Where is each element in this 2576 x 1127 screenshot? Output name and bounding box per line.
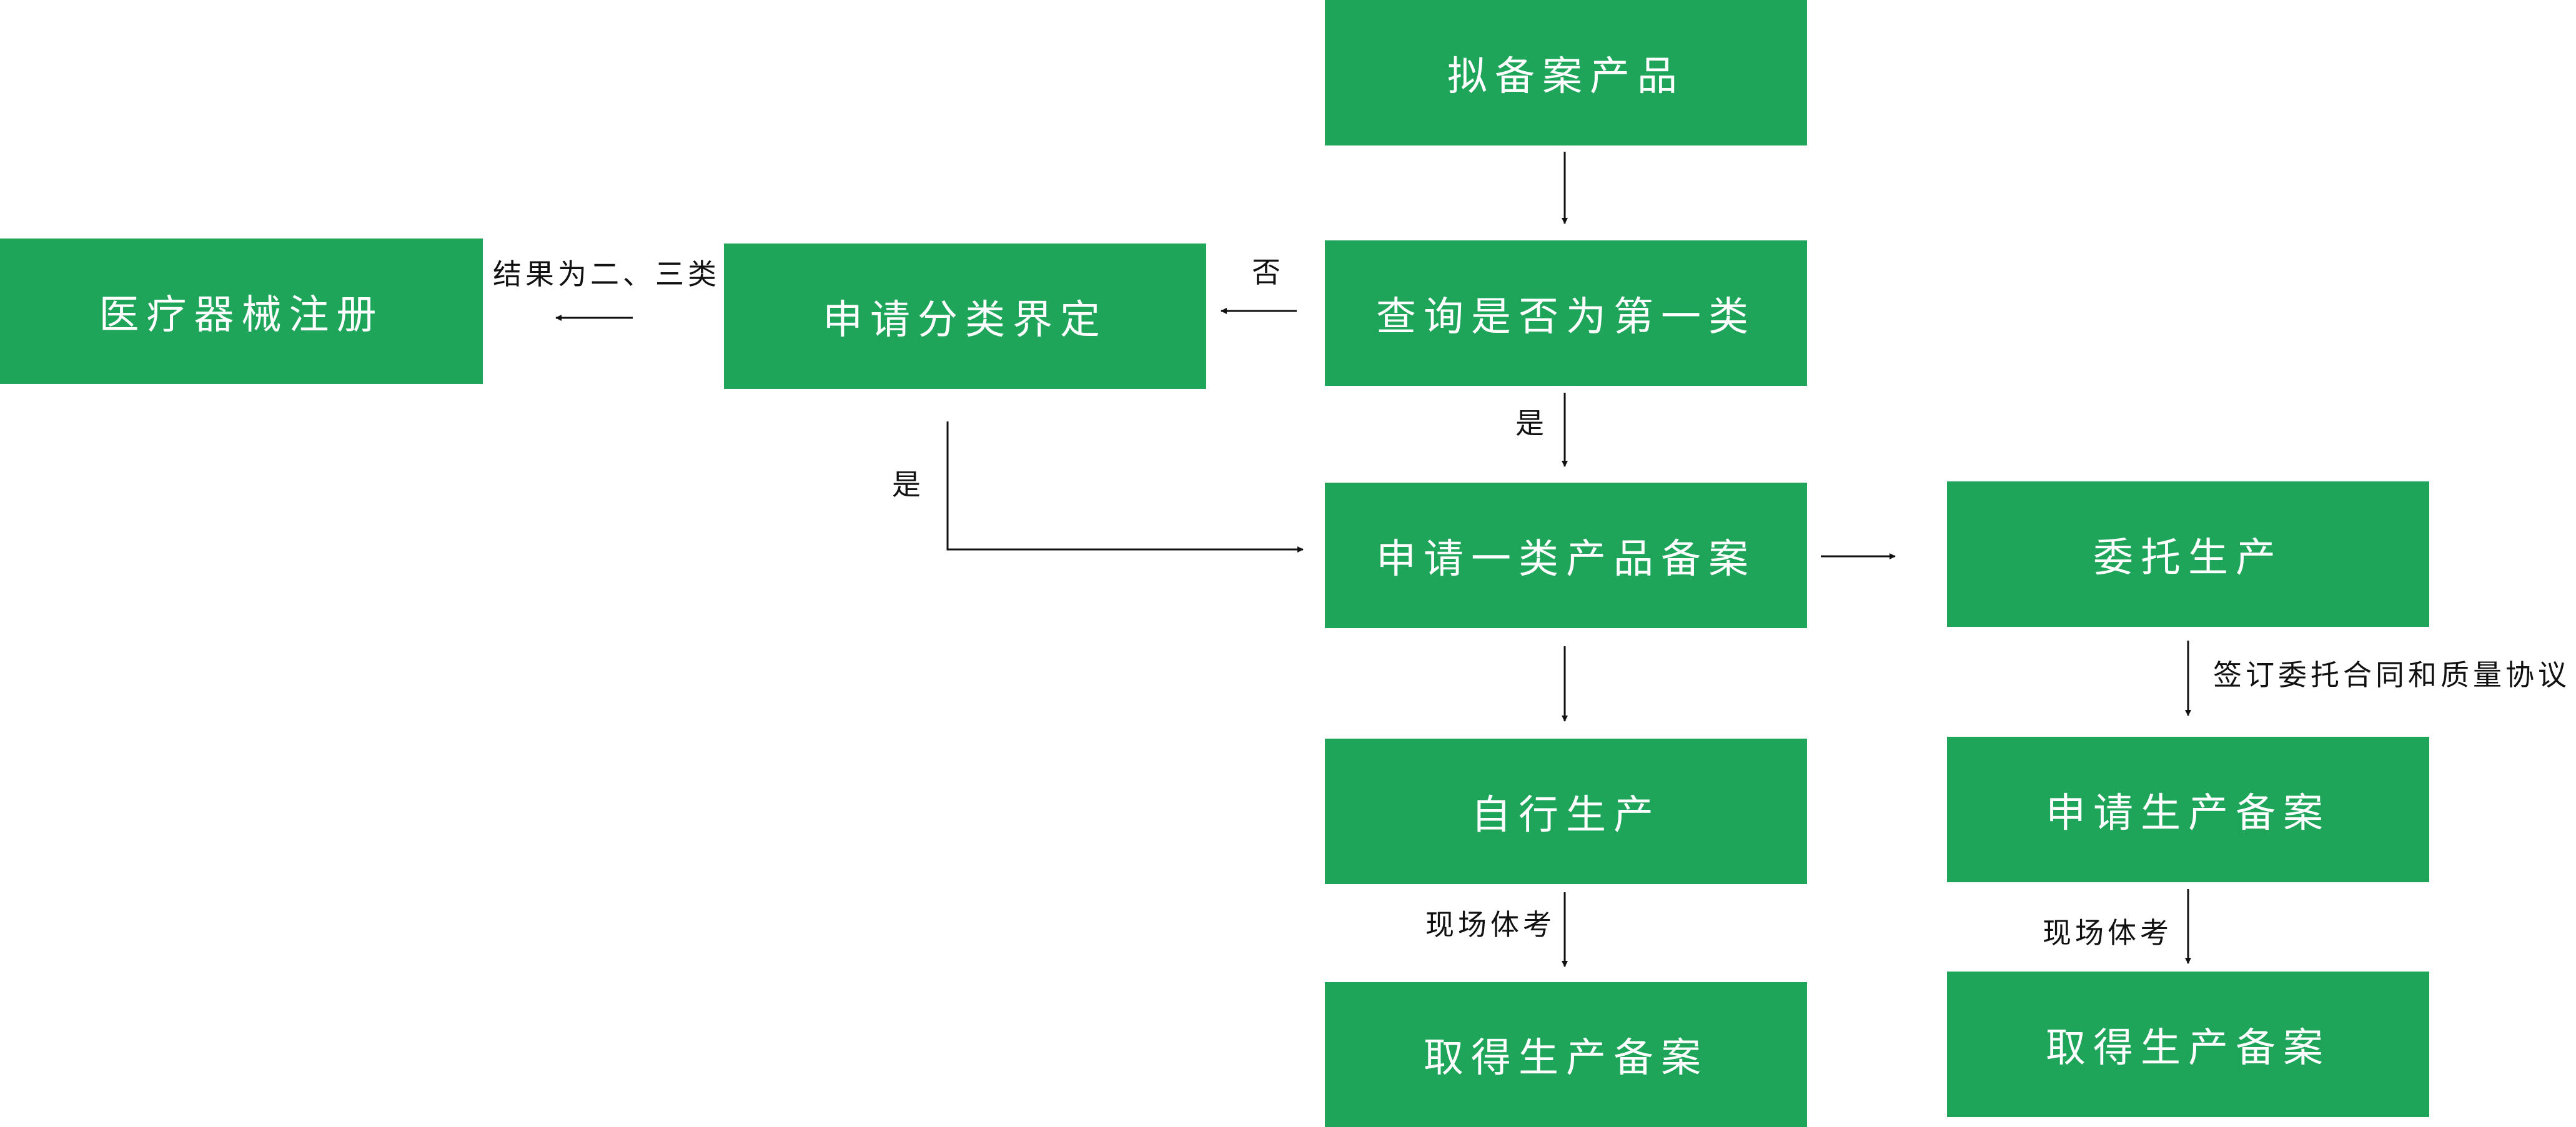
node-obtain-filing-right: 取得生产备案 [1947, 972, 2429, 1117]
node-apply-classification: 申请分类界定 [724, 244, 1206, 389]
node-entrusted-production: 委托生产 [1947, 481, 2429, 627]
edge-label-result-two-three: 结果为二、三类 [493, 257, 720, 291]
node-query-class-one: 查询是否为第一类 [1325, 240, 1807, 386]
edge-label-yes-classification: 是 [892, 468, 924, 501]
arrow-classification-to-filing [946, 421, 1304, 553]
edge-label-yes-down: 是 [1515, 406, 1548, 440]
node-device-registration: 医疗器械注册 [0, 239, 483, 384]
node-obtain-filing-left: 取得生产备案 [1325, 982, 1807, 1127]
node-apply-class-one-filing: 申请一类产品备案 [1325, 483, 1807, 628]
edge-label-no: 否 [1252, 255, 1284, 289]
node-self-production: 自行生产 [1325, 739, 1807, 884]
node-apply-production-filing: 申请生产备案 [1947, 737, 2429, 882]
node-proposed-product: 拟备案产品 [1325, 0, 1807, 145]
edge-label-onsite-inspection-right: 现场体考 [2043, 916, 2172, 950]
edge-label-sign-contract: 签订委托合同和质量协议 [2213, 658, 2570, 692]
edge-label-onsite-inspection-left: 现场体考 [1425, 908, 1555, 942]
